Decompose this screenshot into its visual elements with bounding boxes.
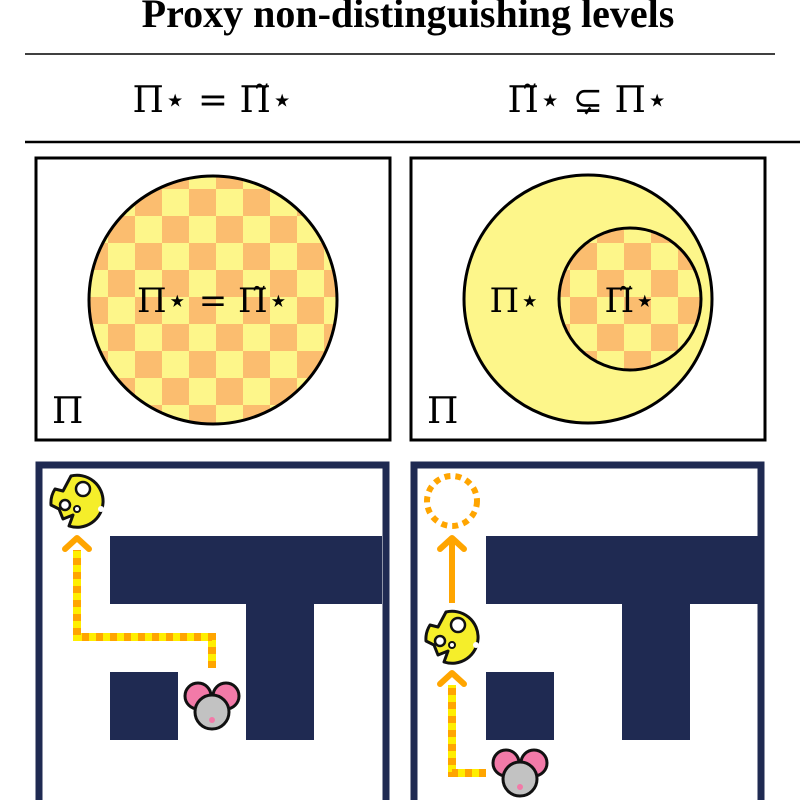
wall-cell <box>554 536 622 604</box>
wall-cell <box>486 672 554 740</box>
wall-cell <box>622 604 690 672</box>
set-label-pi: Π <box>52 391 83 432</box>
path-dashes <box>448 685 486 777</box>
column-header-equal: Π⋆ = Π̃⋆ <box>133 80 294 121</box>
circle-label: Π⋆ = Π̃⋆ <box>137 281 289 321</box>
wall-cell <box>622 536 690 604</box>
venn-right: Π⋆ Π̃⋆ Π <box>409 156 767 442</box>
wall-cell <box>246 672 314 740</box>
wall-cell <box>178 536 246 604</box>
venn-left: Π⋆ = Π̃⋆ Π <box>34 156 392 442</box>
maze-border <box>35 461 390 800</box>
column-header-subset: Π̃⋆ ⊊ Π⋆ <box>508 80 669 121</box>
maze-right <box>410 461 765 800</box>
wall-cell <box>486 536 554 604</box>
true-goal-ghost-icon <box>424 473 480 529</box>
inner-label: Π̃⋆ <box>605 281 656 321</box>
wall-cell <box>690 536 758 604</box>
wall-cell <box>110 672 178 740</box>
maze-left <box>35 461 390 800</box>
maze-walls <box>486 536 758 740</box>
maze-walls <box>110 536 382 740</box>
outer-label: Π⋆ <box>490 281 541 321</box>
proxy-optimal-circle-checkered <box>557 226 703 372</box>
figure-title: Proxy non-distinguishing levels <box>142 0 675 36</box>
wall-cell <box>314 536 382 604</box>
wall-cell <box>246 536 314 604</box>
arrow-head <box>62 535 92 552</box>
arrow-head <box>437 535 467 552</box>
set-label-pi: Π <box>427 391 458 432</box>
wall-cell <box>246 604 314 672</box>
optimal-policy-circle-checkered <box>87 174 339 426</box>
wall-cell <box>110 536 178 604</box>
arrow-head <box>437 670 467 687</box>
wall-cell <box>622 672 690 740</box>
path-dashes <box>73 550 216 668</box>
